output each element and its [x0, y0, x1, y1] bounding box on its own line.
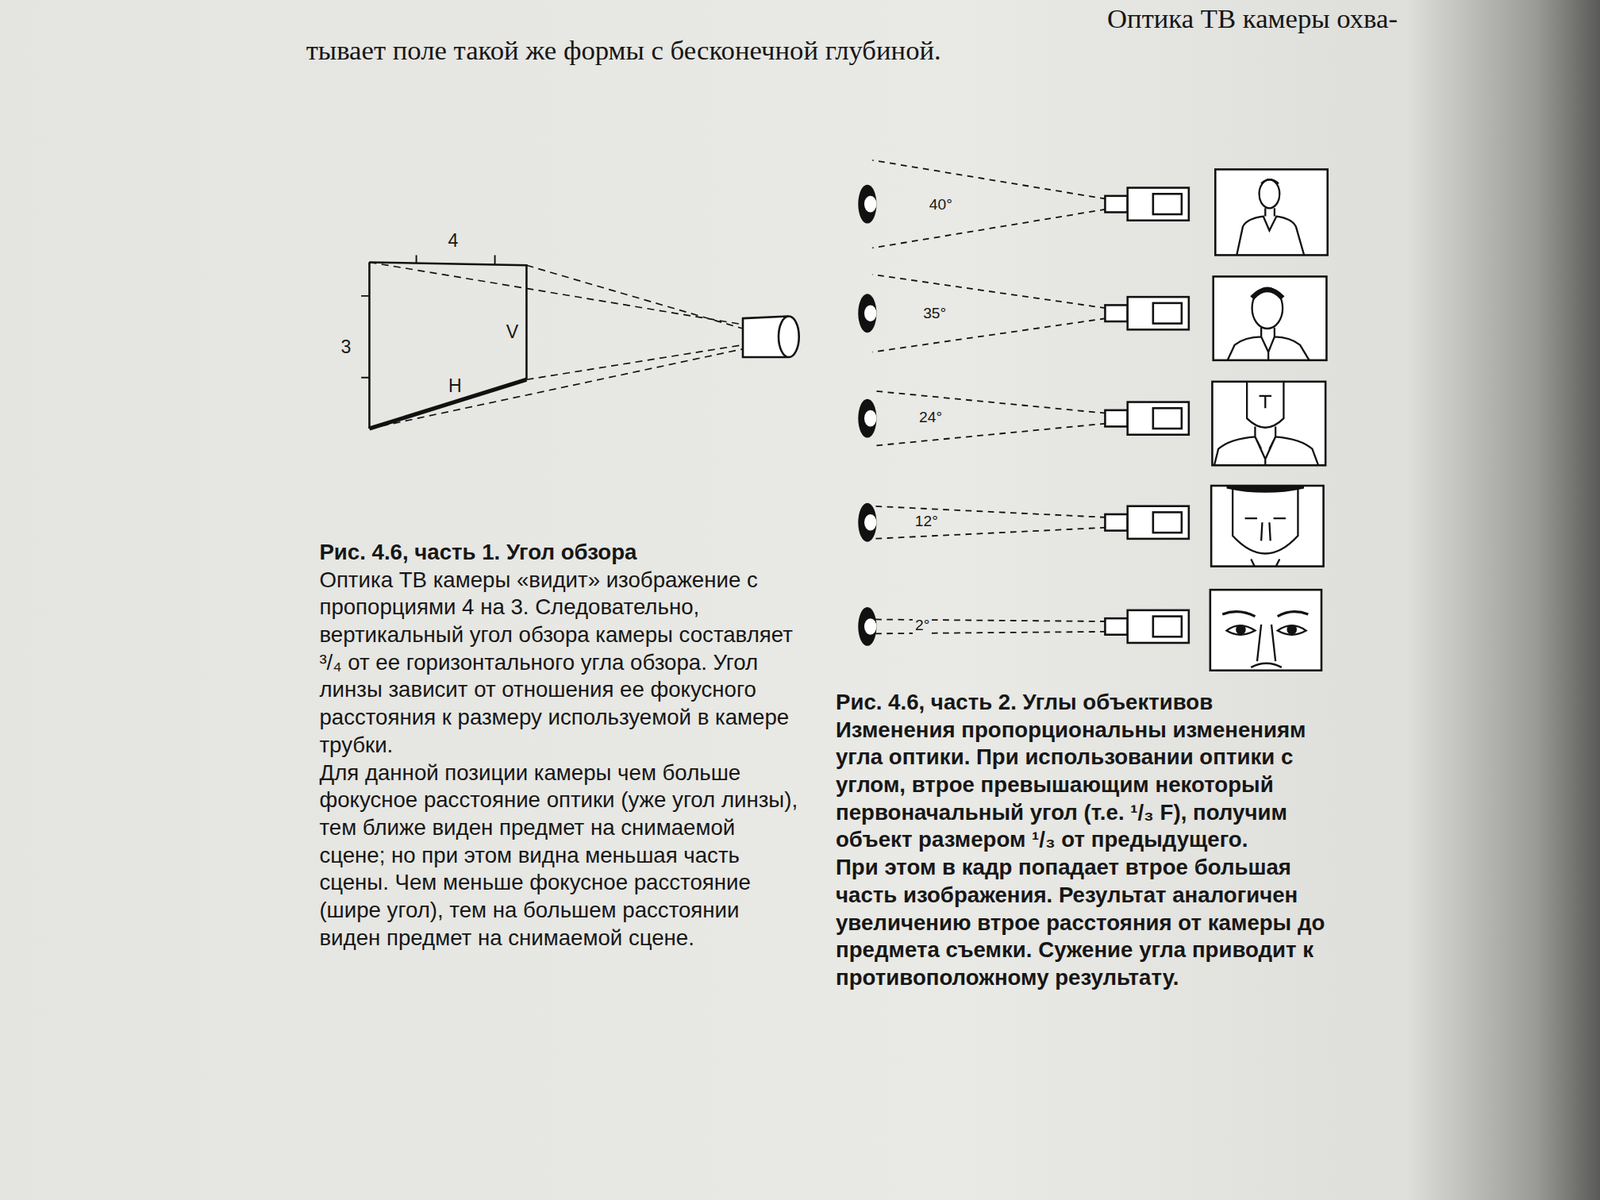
aspect-number: 3 — [340, 336, 351, 358]
body-text-line: тывает поле такой же формы с бесконечной… — [306, 34, 942, 67]
close-shot-figure — [1214, 381, 1319, 466]
frame-outline — [369, 261, 527, 380]
subject-symbol — [857, 184, 877, 224]
subject-symbol — [864, 196, 877, 213]
aspect-number: 4 — [447, 230, 458, 252]
camera-rows — [857, 160, 1189, 647]
camera-lens — [1104, 514, 1127, 531]
angle-label: 40° — [926, 196, 955, 214]
angle-rays — [872, 160, 1106, 249]
camera-viewfinder — [1153, 511, 1182, 533]
figure-caption-text: Оптика ТВ камеры «видит» изображение с п… — [319, 566, 804, 760]
close-up-face — [1227, 485, 1304, 567]
figure-caption-text: При этом в кадр попадает втрое большая ч… — [835, 853, 1347, 993]
long-shot-figure — [1236, 179, 1304, 255]
shot-frames — [1210, 169, 1328, 670]
subject-symbol — [864, 410, 877, 427]
angle-label: 35° — [920, 304, 949, 323]
view-angle-figure — [361, 254, 800, 429]
frame-bottom — [369, 379, 527, 429]
face-sketches — [1214, 179, 1319, 668]
camera-lens-front — [778, 316, 800, 358]
subject-symbol — [864, 618, 877, 635]
subject-symbol — [857, 607, 877, 647]
angle-rays — [872, 506, 1106, 539]
camera-body — [1127, 506, 1189, 539]
axis-letter: H — [448, 375, 462, 397]
camera-viewfinder — [1153, 616, 1182, 638]
camera-body — [1127, 610, 1189, 643]
subject-symbol — [857, 293, 877, 333]
shot-frame — [1215, 169, 1327, 255]
angle-rays — [872, 274, 1106, 353]
medium-shot-figure — [1227, 288, 1310, 361]
shot-frame — [1211, 381, 1326, 466]
figure-caption-title: Рис. 4.6, часть 2. Углы объективов — [835, 688, 1347, 717]
view-rays — [369, 261, 743, 429]
camera-lens — [1104, 618, 1127, 635]
figure-caption-text: Для данной позиции камеры чем больше фок… — [319, 759, 804, 953]
camera-lens — [1104, 304, 1127, 322]
figure-caption-text: Изменения пропорциональны изменениям угл… — [835, 716, 1347, 855]
camera-body — [1127, 402, 1189, 435]
subject-symbol — [857, 399, 877, 439]
shot-frame — [1213, 276, 1327, 360]
extreme-close-up-eyes — [1222, 611, 1308, 668]
angle-rays — [872, 390, 1106, 446]
shot-frame — [1210, 589, 1322, 671]
subject-symbol — [857, 503, 877, 543]
frame-outline — [368, 261, 371, 429]
angle-label: 2° — [912, 616, 932, 635]
camera-body — [1127, 188, 1189, 221]
angle-rays — [872, 619, 1106, 634]
tick-marks — [361, 254, 495, 377]
camera-lens — [1104, 196, 1127, 213]
figure-caption-title: Рис. 4.6, часть 1. Угол обзора — [319, 538, 804, 567]
angle-label: 12° — [912, 512, 941, 531]
axis-letter: V — [506, 321, 519, 343]
camera-viewfinder — [1153, 303, 1182, 324]
camera-body — [1127, 296, 1189, 330]
camera-viewfinder — [1153, 193, 1182, 215]
camera-viewfinder — [1153, 407, 1182, 429]
angle-label: 24° — [916, 408, 945, 427]
body-text-fragment: Оптика ТВ камеры охва- — [1107, 3, 1398, 35]
camera-lens — [1104, 410, 1127, 427]
subject-symbol — [864, 304, 877, 322]
shot-frame — [1211, 485, 1324, 567]
subject-symbol — [864, 514, 877, 531]
